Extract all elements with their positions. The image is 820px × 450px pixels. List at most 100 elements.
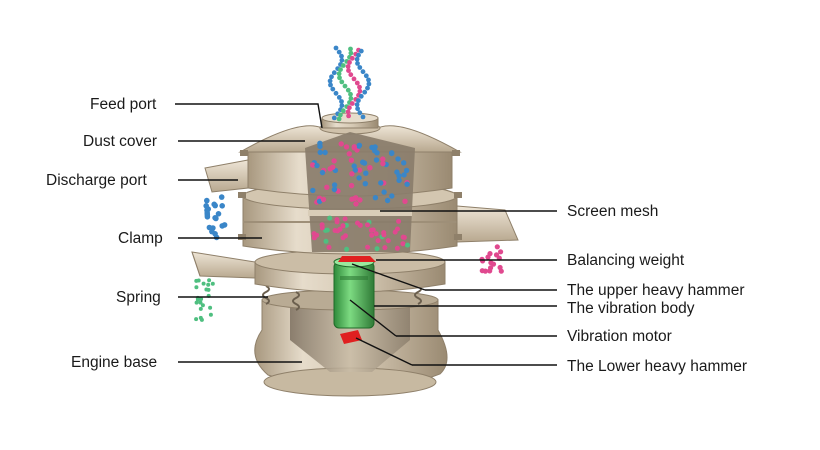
label-balancing-weight: Balancing weight: [567, 252, 685, 269]
particle: [199, 317, 204, 322]
particle: [389, 150, 395, 157]
label-vibration-motor: Vibration motor: [567, 328, 672, 345]
particle: [369, 232, 375, 238]
particle: [208, 312, 213, 317]
particle: [356, 52, 361, 58]
particle: [355, 61, 360, 66]
particle: [370, 227, 376, 233]
particle: [346, 113, 351, 119]
particle: [395, 156, 401, 162]
particle: [342, 83, 348, 89]
label-engine-base: Engine base: [71, 354, 157, 371]
particle: [348, 72, 354, 78]
particle: [336, 71, 342, 77]
particle: [219, 223, 225, 229]
particle: [402, 198, 408, 204]
particle: [363, 170, 369, 176]
particle: [487, 268, 493, 274]
particle: [338, 112, 343, 118]
particle: [339, 99, 344, 104]
particle: [497, 264, 503, 271]
particle: [365, 244, 371, 250]
particle: [365, 222, 370, 228]
particle: [353, 201, 359, 207]
label-vibration-body: The vibration body: [567, 300, 695, 317]
particle: [311, 235, 317, 241]
particle: [211, 201, 217, 208]
particle: [340, 108, 346, 114]
particle: [337, 226, 343, 232]
particle: [338, 67, 343, 72]
particle: [201, 281, 206, 286]
leader-lines: [175, 103, 557, 366]
particle: [199, 297, 204, 301]
particle: [490, 261, 497, 267]
particle: [396, 177, 402, 183]
particle: [351, 163, 357, 169]
particle: [314, 162, 320, 169]
particle: [336, 95, 342, 100]
particle: [380, 156, 386, 162]
particle: [339, 103, 345, 108]
particle: [331, 70, 337, 76]
particle: [355, 106, 360, 112]
particle: [366, 77, 371, 83]
particle: [348, 157, 355, 163]
particle: [482, 268, 488, 274]
label-screen-mesh: Screen mesh: [567, 203, 658, 220]
particle: [331, 115, 337, 121]
particle: [328, 82, 333, 88]
particle: [346, 68, 351, 73]
particle: [348, 46, 353, 52]
particle: [354, 102, 360, 107]
particle: [369, 144, 375, 151]
particle: [345, 109, 351, 115]
particle: [340, 223, 346, 229]
particle: [485, 254, 491, 260]
particle: [320, 196, 327, 203]
particle: [218, 194, 225, 200]
particle: [360, 69, 366, 75]
particle: [317, 143, 323, 150]
particle: [380, 160, 386, 167]
particle: [324, 227, 330, 233]
particle: [345, 87, 351, 93]
particle: [385, 238, 391, 244]
particle: [337, 75, 342, 81]
particle: [215, 211, 222, 217]
particle: [310, 162, 316, 168]
particle: [372, 195, 379, 201]
particle: [373, 231, 379, 237]
particle: [345, 64, 351, 69]
particle: [206, 282, 211, 287]
label-clamp: Clamp: [118, 230, 163, 247]
machine-illustration: [191, 45, 519, 397]
clamp-bolts: [238, 150, 462, 240]
particle: [212, 231, 218, 237]
particle: [367, 165, 373, 171]
particle: [354, 80, 360, 86]
particle: [480, 258, 486, 264]
particle: [401, 160, 407, 166]
particle: [357, 110, 363, 116]
particle: [363, 73, 369, 79]
label-lower-heavy-hammer: The Lower heavy hammer: [567, 358, 747, 375]
particle: [357, 84, 362, 90]
particle: [322, 149, 328, 156]
particle: [362, 89, 368, 95]
particle: [401, 172, 407, 178]
particle: [204, 197, 210, 204]
particle: [349, 171, 355, 177]
engine-base-shape: [254, 289, 448, 397]
particle: [319, 225, 325, 231]
particle: [333, 90, 339, 96]
particle: [340, 63, 346, 68]
particle: [348, 182, 355, 189]
particle: [210, 281, 215, 286]
particle: [344, 246, 350, 252]
label-dust-cover: Dust cover: [83, 133, 157, 150]
particle: [194, 278, 199, 283]
vibration-motor-shape: [333, 256, 375, 329]
particle: [375, 238, 381, 244]
particle: [336, 49, 342, 55]
